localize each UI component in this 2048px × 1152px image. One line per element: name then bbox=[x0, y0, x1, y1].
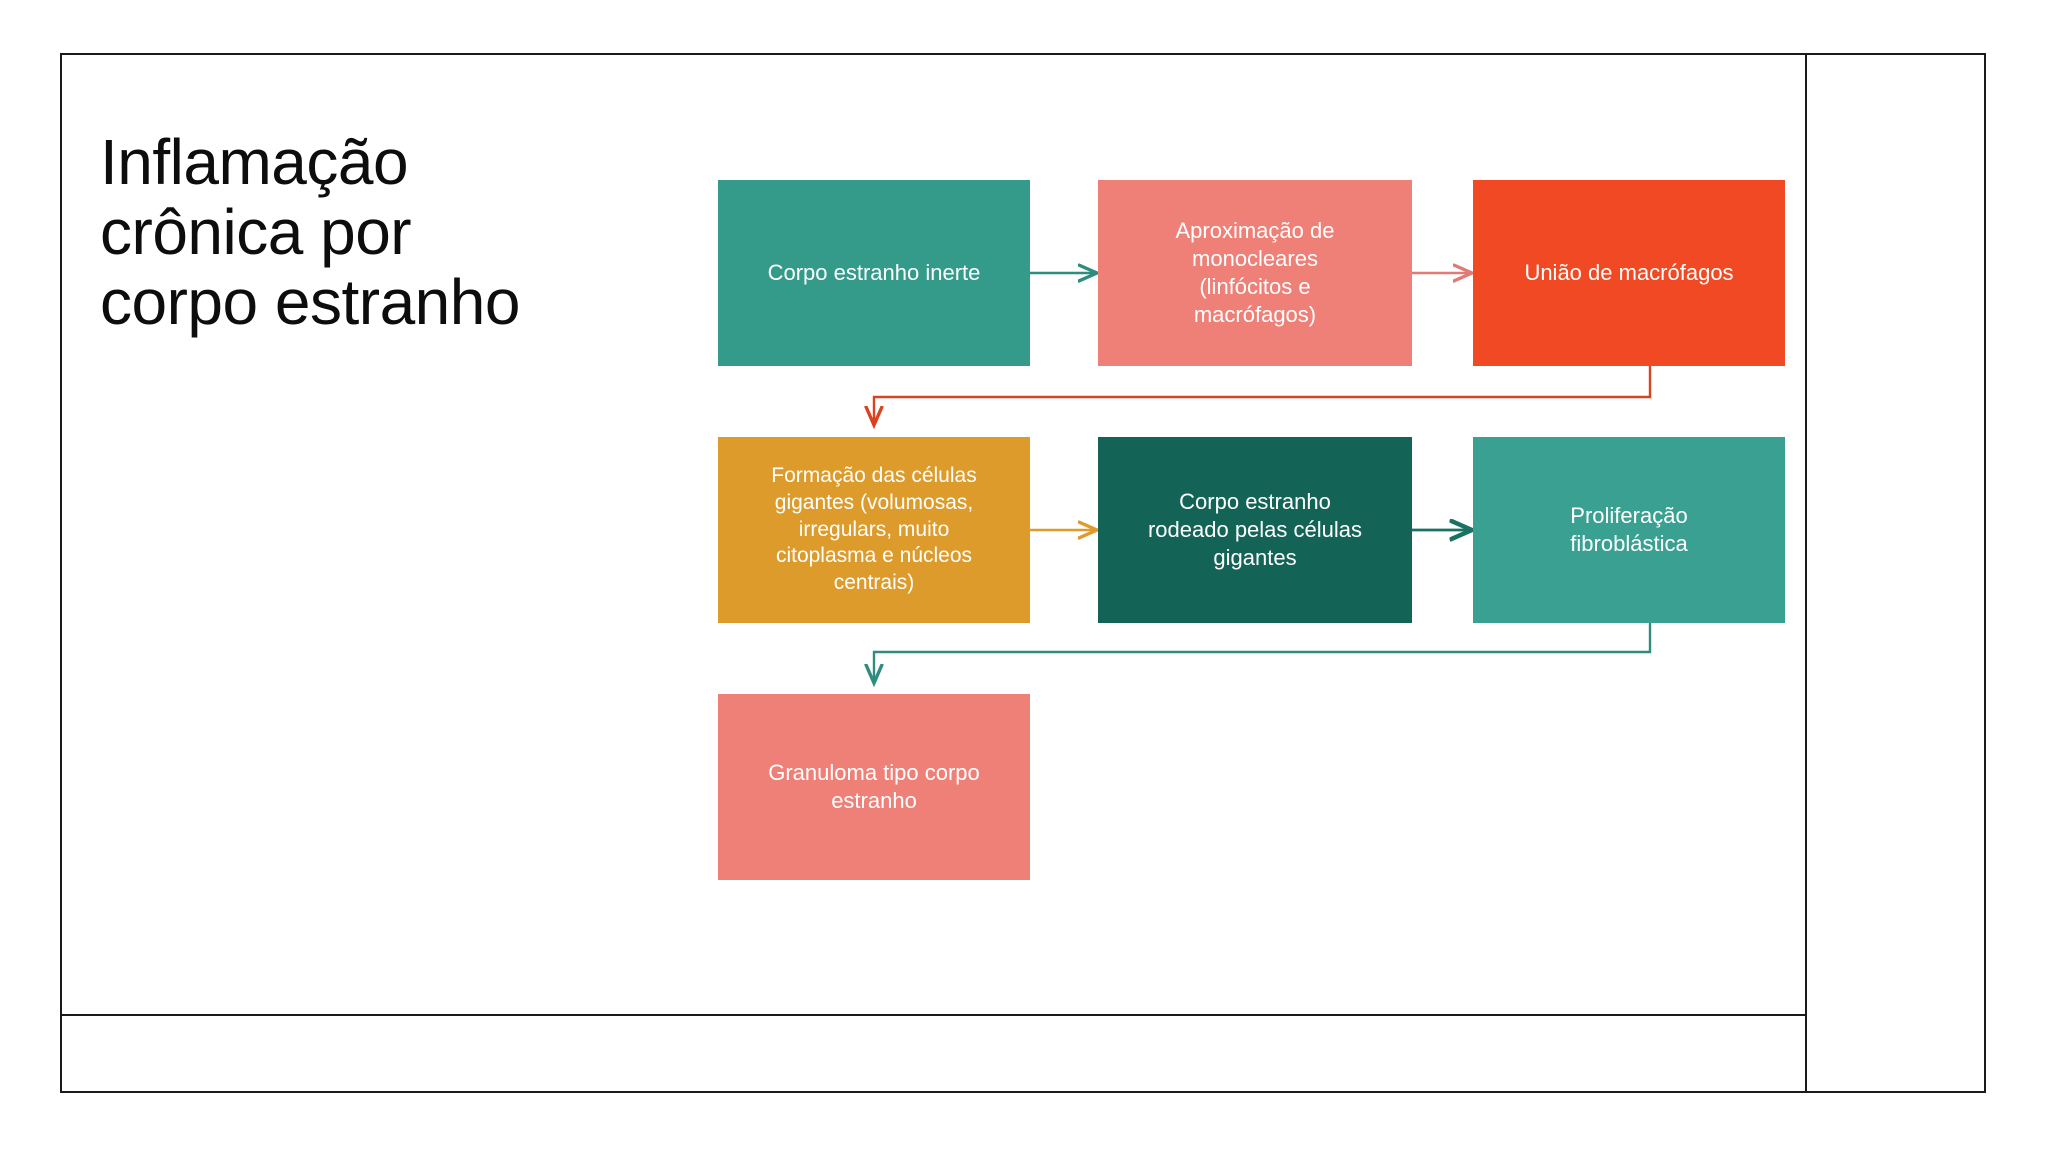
flow-node-aproximacao-monocleares[interactable]: Aproximação de monocleares (linfócitos e… bbox=[1098, 180, 1412, 366]
page-title: Inflamação crônica por corpo estranho bbox=[100, 126, 520, 338]
flow-node-uniao-macrofagos[interactable]: União de macrófagos bbox=[1473, 180, 1785, 366]
flow-node-corpo-estranho-rodeado[interactable]: Corpo estranho rodeado pelas células gig… bbox=[1098, 437, 1412, 623]
flow-node-corpo-estranho-inerte[interactable]: Corpo estranho inerte bbox=[718, 180, 1030, 366]
flow-node-granuloma-tipo-corpo-estranho[interactable]: Granuloma tipo corpo estranho bbox=[718, 694, 1030, 880]
frame-vertical-divider bbox=[1805, 53, 1807, 1093]
flow-node-formacao-celulas-gigantes[interactable]: Formação das células gigantes (volumosas… bbox=[718, 437, 1030, 623]
flow-node-proliferacao-fibroblastica[interactable]: Proliferação fibroblástica bbox=[1473, 437, 1785, 623]
frame-horizontal-divider bbox=[60, 1014, 1807, 1016]
